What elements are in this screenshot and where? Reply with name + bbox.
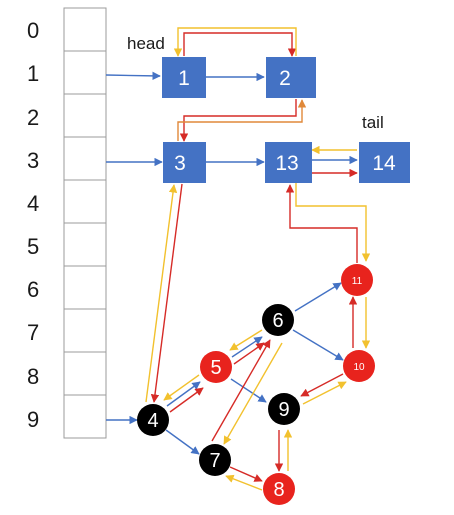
node6-to-node5-arrow: [229, 329, 263, 351]
tree-node-circle: [200, 351, 232, 383]
bucket-cell: [63, 50, 107, 95]
node6-to-node7-yellow-arrow: [223, 342, 283, 445]
tree-nodes: 4 5 6 7 8 9 10 11: [137, 264, 375, 505]
node13-to-node11-yellow-arrow: [295, 183, 371, 262]
tree-node-8: 8: [263, 473, 295, 505]
list-node-14: 14: [359, 142, 410, 183]
tree-node-label: 11: [352, 276, 363, 287]
bucket-index-7: 7: [27, 320, 39, 345]
node6-to-node11-arrow: [294, 282, 342, 312]
bucket-index-1: 1: [27, 61, 39, 86]
bucket-pointer-arrows: [105, 71, 163, 425]
list-node-boxes: 1 2 3 13 14: [162, 57, 410, 183]
tree-node-label: 5: [210, 357, 221, 379]
bucket-cell: [63, 7, 107, 52]
list-node-box: [359, 142, 410, 183]
tree-node-label: 7: [209, 450, 220, 472]
node4-to-node3-yellow-arrow: [145, 184, 178, 403]
bucket-cell: [63, 351, 107, 396]
node2-to-node3-red-arrow: [179, 99, 297, 142]
node7-to-node6-red-arrow: [211, 339, 271, 442]
node10-to-node9-red-arrow: [300, 373, 344, 397]
list-node-1: 1: [162, 57, 206, 98]
tree-node-label: 6: [272, 310, 283, 332]
bucket-index-5: 5: [27, 234, 39, 259]
tree-node-circle: [268, 393, 300, 425]
node5-to-node6-red-arrow: [233, 342, 265, 365]
node2-to-node1-yellow-arrow: [173, 27, 297, 57]
list-next-arrows: [145, 27, 371, 403]
tail-label: tail: [362, 113, 384, 132]
head-label: head: [127, 34, 165, 53]
bucket-cell: [63, 179, 107, 224]
tree-node-label: 9: [278, 399, 289, 421]
bucket-index-9: 9: [27, 407, 39, 432]
node3-to-node2-orange-arrow: [177, 99, 307, 141]
list-node-label: 14: [372, 152, 396, 175]
list-node-label: 3: [174, 152, 186, 175]
tree-node-circle: [199, 444, 231, 476]
node5-to-node9-arrow: [230, 378, 267, 403]
tree-arrows: [163, 282, 371, 491]
tree-node-9: 9: [268, 393, 300, 425]
node4-to-node5-arrow: [166, 381, 201, 407]
bucket1-to-node1-arrow: [105, 71, 161, 81]
bucket-index-0: 0: [27, 18, 39, 43]
tree-node-label: 8: [273, 479, 284, 501]
bucket-cell: [63, 265, 107, 310]
list-node-box: [163, 142, 206, 183]
node11-to-node13-red-arrow: [285, 184, 358, 263]
list-node-box: [266, 57, 316, 98]
bucket-index-labels: 0 1 2 3 4 5 6 7 8 9: [27, 18, 39, 432]
list-node-label: 1: [178, 67, 190, 90]
bucket-cell: [63, 93, 107, 138]
tree-node-circle: [263, 473, 295, 505]
tree-node-7: 7: [199, 444, 231, 476]
tree-node-4: 4: [137, 404, 169, 436]
tree-node-10: 10: [343, 350, 375, 382]
bucket-index-3: 3: [27, 148, 39, 173]
bucket-cell: [63, 136, 107, 181]
node7-to-node8-red-arrow: [229, 466, 263, 482]
list-node-2: 2: [266, 57, 316, 98]
bucket-index-2: 2: [27, 105, 39, 130]
node4-to-node7-arrow: [165, 429, 200, 455]
list-node-label: 13: [275, 152, 298, 175]
bucket-index-6: 6: [27, 277, 39, 302]
tree-node-circle: [343, 350, 375, 382]
node5-to-node6-arrow: [231, 336, 263, 358]
list-node-label: 2: [279, 67, 291, 90]
tree-node-circle: [262, 304, 294, 336]
bucket-cell: [63, 394, 107, 439]
tree-node-5: 5: [200, 351, 232, 383]
list-node-13: 13: [265, 142, 312, 183]
node9-to-node10-yellow-arrow: [302, 381, 347, 405]
bucket-index-8: 8: [27, 364, 39, 389]
tree-node-label: 4: [147, 410, 158, 432]
bucket-table: [63, 7, 107, 439]
bucket-cell: [63, 222, 107, 267]
node4-to-node5-red-arrow: [169, 387, 204, 413]
tree-node-circle: [137, 404, 169, 436]
node3-to-node4-red-arrow: [150, 183, 183, 403]
node6-to-node10-arrow: [292, 329, 344, 361]
bucket-index-4: 4: [27, 191, 39, 216]
tree-node-label: 10: [353, 362, 365, 373]
tree-node-11: 11: [341, 264, 373, 296]
list-node-box: [162, 57, 206, 98]
list-node-box: [265, 142, 312, 183]
node5-to-node4-arrow: [163, 374, 200, 401]
list-node-3: 3: [163, 142, 206, 183]
bucket-cell: [63, 308, 107, 353]
node1-to-node2-red-arrow: [183, 32, 297, 57]
tree-node-circle: [341, 264, 373, 296]
tree-node-6: 6: [262, 304, 294, 336]
node8-to-node7-yellow-arrow: [225, 474, 263, 491]
